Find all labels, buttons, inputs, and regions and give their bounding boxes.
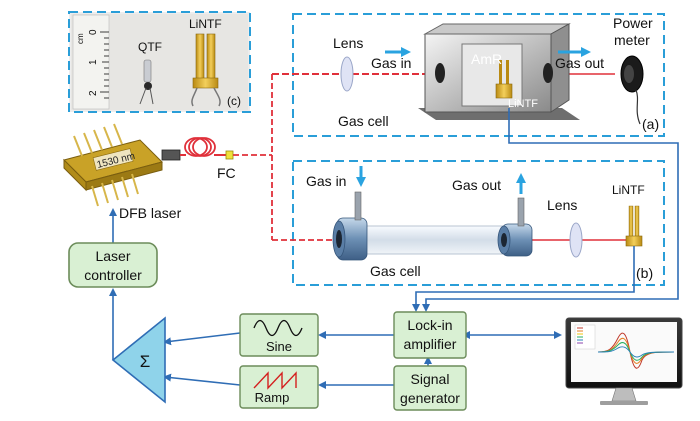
lens-a <box>340 56 354 92</box>
label-gas-cell-a: Gas cell <box>338 113 389 129</box>
label-lens-a: Lens <box>333 35 363 51</box>
ruler-unit: cm <box>76 33 85 44</box>
ruler-0: 0 <box>88 29 99 35</box>
amr-tube-1 <box>499 60 502 86</box>
gas-outlet-pipe <box>517 197 525 227</box>
label-laser-controller-2: controller <box>84 267 142 283</box>
ramp-box <box>239 365 319 409</box>
lintf-b-prong-2 <box>634 205 640 239</box>
label-amr: AmR <box>471 51 502 67</box>
label-dfb-laser: DFB laser <box>119 205 182 221</box>
ramp-wave-icon <box>253 371 297 390</box>
lintf-prong-2 <box>206 33 216 81</box>
label-gas-out-b: Gas out <box>452 177 501 193</box>
label-lens-b: Lens <box>547 197 577 213</box>
power-meter-cable <box>635 89 641 125</box>
lockin-amplifier-box <box>393 311 467 359</box>
lintf-b-body <box>625 235 643 247</box>
label-siggen-2: generator <box>400 390 460 406</box>
cell-top <box>423 23 571 35</box>
label-tag-c: (c) <box>227 94 241 108</box>
label-lintf-b: LiNTF <box>612 183 645 197</box>
lens-b <box>569 222 583 258</box>
label-sigma: Σ <box>140 352 151 371</box>
ruler-1: 1 <box>88 59 99 65</box>
label-tag-a: (a) <box>642 116 659 132</box>
lintf-b-prong-1 <box>628 205 634 239</box>
sine-box <box>239 313 319 357</box>
fiber-coil <box>184 137 216 157</box>
label-gas-in-a: Gas in <box>371 55 411 71</box>
sine-wave-icon <box>253 319 303 337</box>
lintf-body <box>192 77 219 89</box>
label-gas-out-a: Gas out <box>555 55 604 71</box>
gas-cell-b-tube <box>359 225 511 255</box>
power-meter-aperture <box>624 65 634 83</box>
fiber-coupler <box>225 150 234 160</box>
wire-ramp-to-sigma <box>163 373 241 386</box>
wire-lintf-a-to-lockin <box>422 108 679 312</box>
label-tag-b: (b) <box>636 265 653 281</box>
label-laser-controller-1: Laser <box>95 248 130 264</box>
label-sine: Sine <box>266 339 292 354</box>
label-qtf: QTF <box>138 40 162 54</box>
left-cap-hole <box>336 230 342 248</box>
lintf-prong-1 <box>195 33 205 81</box>
summing-amplifier <box>111 316 166 404</box>
laser-chip-label <box>92 148 134 171</box>
qtf-can <box>143 59 152 83</box>
label-ramp: Ramp <box>255 390 290 405</box>
lintf-wire-2 <box>213 87 221 107</box>
label-gas-in-b: Gas in <box>306 173 346 189</box>
label-lintf-a: LiNTF <box>508 98 538 110</box>
label-lockin-1: Lock-in <box>407 317 452 333</box>
monitor-plot <box>574 324 675 369</box>
label-lintf-c: LiNTF <box>189 17 222 31</box>
wire-sine-to-sigma <box>163 332 241 346</box>
label-lockin-2: amplifier <box>404 336 457 352</box>
lintf-wire-1 <box>191 87 198 107</box>
wire-lintf-b-to-lockin <box>412 246 635 312</box>
cell-side <box>550 23 570 113</box>
label-siggen-1: Signal <box>411 371 450 387</box>
label-gas-cell-b: Gas cell <box>370 263 421 279</box>
cell-port-left <box>435 63 445 83</box>
qtf-lead-1 <box>139 87 147 105</box>
frame-b <box>292 160 665 286</box>
qtf-lead-2 <box>149 87 154 105</box>
label-fc: FC <box>217 165 236 181</box>
signal-generator-box <box>393 365 467 411</box>
ruler-2: 2 <box>88 90 99 96</box>
label-power-meter-1: Power <box>613 15 653 31</box>
cell-port-right <box>543 63 553 83</box>
right-cap-hole <box>501 233 507 247</box>
gas-inlet-pipe <box>354 191 362 221</box>
amr-tube-2 <box>506 60 509 86</box>
laser-controller-box <box>68 242 158 288</box>
label-power-meter-2: meter <box>614 32 650 48</box>
ruler-ticks <box>100 31 109 99</box>
lintf-chip-a <box>495 83 513 99</box>
